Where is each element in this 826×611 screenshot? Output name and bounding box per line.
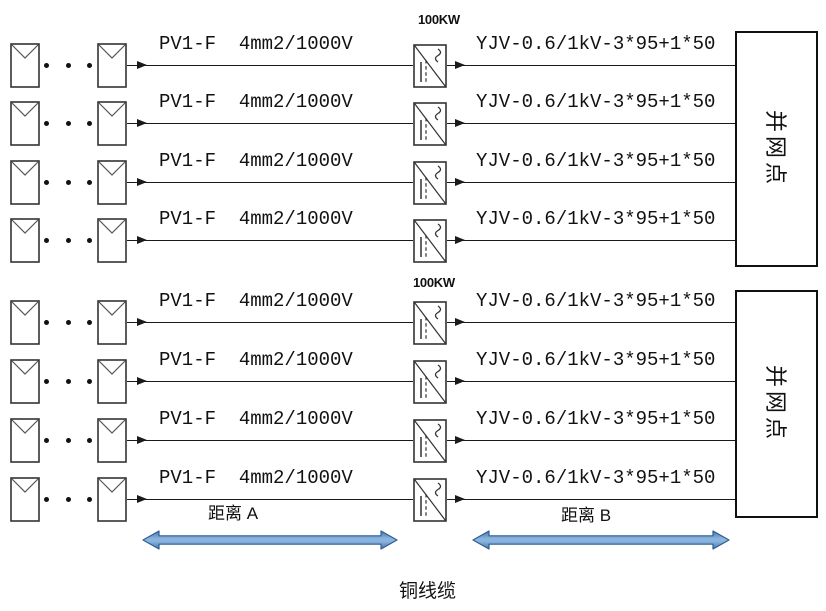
inverter-icon (413, 419, 447, 463)
inverter-icon (413, 44, 447, 88)
pv-panel-icon (10, 300, 40, 345)
grid-connection-box: 并网点 (735, 31, 818, 267)
dc-cable-line (127, 240, 413, 242)
pv-panel-icon (10, 101, 40, 146)
arrowhead-icon (137, 236, 147, 244)
dc-cable-label: PV1-F 4mm2/1000V (159, 33, 353, 55)
pv-panel-icon (97, 477, 127, 522)
pv-panel-icon (97, 218, 127, 263)
dc-cable-line (127, 499, 413, 501)
pv-panel-icon (97, 160, 127, 205)
ellipsis-dots (44, 180, 92, 185)
inverter-power-label: 100KW (413, 275, 455, 290)
dc-cable-label: PV1-F 4mm2/1000V (159, 91, 353, 113)
dc-cable-line (127, 65, 413, 67)
distance-b-label: 距离 B (561, 506, 612, 525)
dc-cable-line (127, 440, 413, 442)
pv-panel-icon (10, 218, 40, 263)
pv-panel-icon (97, 359, 127, 404)
grid-connection-label: 并网点 (762, 364, 788, 444)
double-arrow-icon (142, 530, 398, 550)
dc-cable-line (127, 322, 413, 324)
dc-cable-line (127, 123, 413, 125)
inverter-icon (413, 301, 447, 345)
ac-cable-line (447, 440, 735, 442)
arrowhead-icon (455, 495, 465, 503)
inverter-icon (413, 161, 447, 205)
copper-cable-label: 铜线缆 (399, 581, 457, 602)
ac-cable-line (447, 65, 735, 67)
double-arrow-icon (472, 530, 730, 550)
grid-connection-box: 并网点 (735, 290, 818, 518)
pv-panel-icon (97, 43, 127, 88)
arrowhead-icon (455, 377, 465, 385)
arrowhead-icon (455, 119, 465, 127)
ellipsis-dots (44, 497, 92, 502)
pv-panel-icon (97, 418, 127, 463)
dc-cable-label: PV1-F 4mm2/1000V (159, 408, 353, 430)
pv-panel-icon (10, 477, 40, 522)
inverter-icon (413, 219, 447, 263)
arrowhead-icon (137, 119, 147, 127)
arrowhead-icon (455, 318, 465, 326)
ac-cable-line (447, 381, 735, 383)
arrowhead-icon (137, 318, 147, 326)
ac-cable-line (447, 123, 735, 125)
ac-cable-label: YJV-0.6/1kV-3*95+1*50 (476, 349, 716, 371)
arrowhead-icon (137, 61, 147, 69)
ac-cable-label: YJV-0.6/1kV-3*95+1*50 (476, 408, 716, 430)
ellipsis-dots (44, 238, 92, 243)
distance-a-label: 距离 A (208, 504, 259, 523)
pv-panel-icon (97, 101, 127, 146)
ac-cable-label: YJV-0.6/1kV-3*95+1*50 (476, 467, 716, 489)
ellipsis-dots (44, 320, 92, 325)
pv-panel-icon (10, 418, 40, 463)
pv-panel-icon (97, 300, 127, 345)
ellipsis-dots (44, 121, 92, 126)
ac-cable-label: YJV-0.6/1kV-3*95+1*50 (476, 150, 716, 172)
ac-cable-line (447, 182, 735, 184)
ac-cable-line (447, 322, 735, 324)
dc-cable-label: PV1-F 4mm2/1000V (159, 290, 353, 312)
dc-cable-line (127, 182, 413, 184)
dc-cable-label: PV1-F 4mm2/1000V (159, 150, 353, 172)
dc-cable-label: PV1-F 4mm2/1000V (159, 208, 353, 230)
dc-cable-label: PV1-F 4mm2/1000V (159, 467, 353, 489)
grid-connection-label: 并网点 (762, 109, 788, 189)
inverter-icon (413, 478, 447, 522)
arrowhead-icon (137, 377, 147, 385)
arrowhead-icon (455, 61, 465, 69)
arrowhead-icon (455, 236, 465, 244)
pv-panel-icon (10, 160, 40, 205)
ac-cable-line (447, 240, 735, 242)
ac-cable-label: YJV-0.6/1kV-3*95+1*50 (476, 33, 716, 55)
arrowhead-icon (137, 495, 147, 503)
dc-cable-label: PV1-F 4mm2/1000V (159, 349, 353, 371)
ellipsis-dots (44, 438, 92, 443)
arrowhead-icon (455, 178, 465, 186)
inverter-icon (413, 360, 447, 404)
arrowhead-icon (137, 436, 147, 444)
ac-cable-label: YJV-0.6/1kV-3*95+1*50 (476, 290, 716, 312)
ellipsis-dots (44, 379, 92, 384)
arrowhead-icon (455, 436, 465, 444)
ac-cable-line (447, 499, 735, 501)
ac-cable-label: YJV-0.6/1kV-3*95+1*50 (476, 208, 716, 230)
ellipsis-dots (44, 63, 92, 68)
pv-panel-icon (10, 359, 40, 404)
inverter-icon (413, 102, 447, 146)
ac-cable-label: YJV-0.6/1kV-3*95+1*50 (476, 91, 716, 113)
pv-panel-icon (10, 43, 40, 88)
arrowhead-icon (137, 178, 147, 186)
dc-cable-line (127, 381, 413, 383)
inverter-power-label: 100KW (418, 12, 460, 27)
